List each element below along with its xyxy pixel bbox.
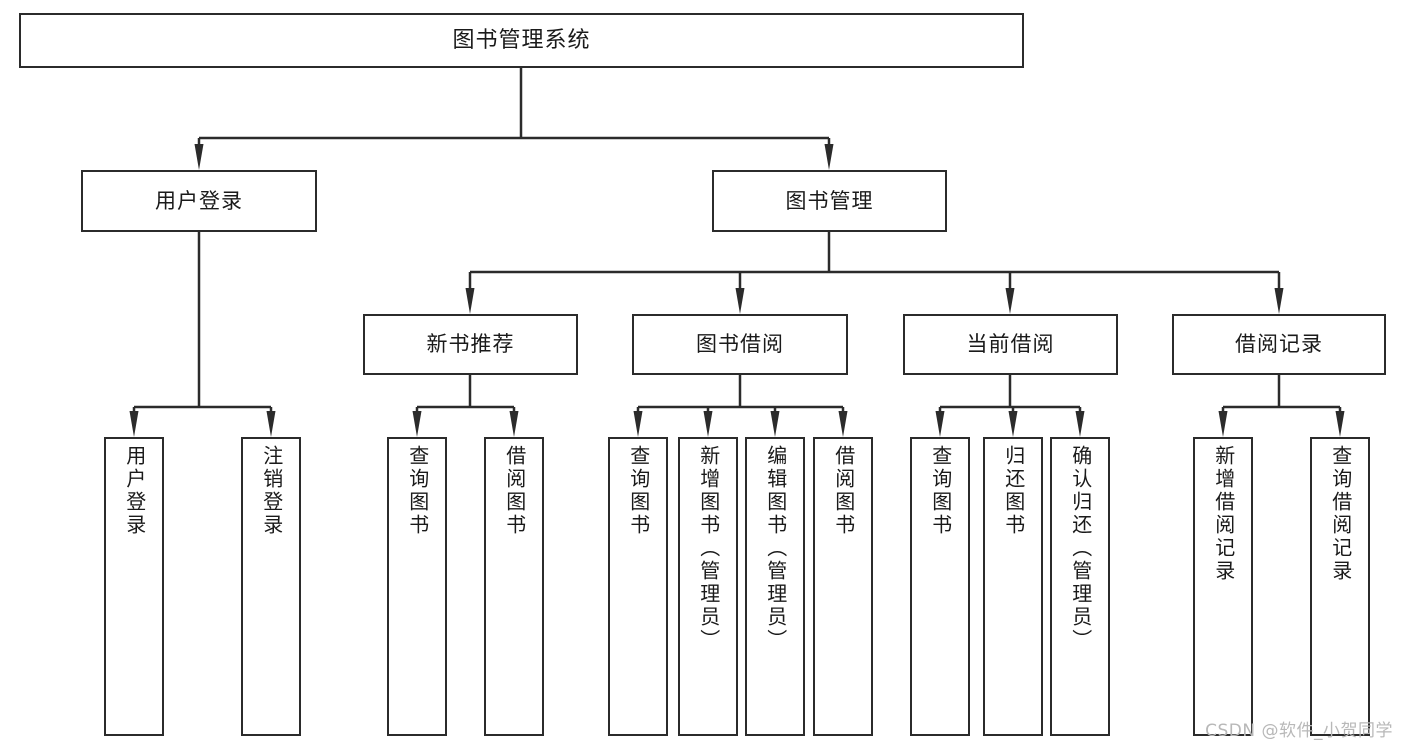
node-leaf-user-logout[interactable]: 注销登录 — [241, 437, 301, 736]
node-book-borrow[interactable]: 图书借阅 — [632, 314, 848, 375]
node-leaf-borrow-book-2-label: 借阅图书 — [831, 445, 856, 537]
node-borrow-record-label: 借阅记录 — [1235, 332, 1323, 357]
node-new-book-recommend-label: 新书推荐 — [426, 332, 515, 357]
node-leaf-query-book-3[interactable]: 查询图书 — [910, 437, 970, 736]
node-root[interactable]: 图书管理系统 — [19, 13, 1024, 68]
node-new-book-recommend[interactable]: 新书推荐 — [363, 314, 578, 375]
node-leaf-query-book-1-label: 查询图书 — [405, 445, 430, 537]
node-leaf-return-book-label: 归还图书 — [1001, 445, 1026, 537]
node-leaf-query-record[interactable]: 查询借阅记录 — [1310, 437, 1370, 736]
node-leaf-user-login[interactable]: 用户登录 — [104, 437, 164, 736]
watermark: CSDN @软件_小贺同学 — [1205, 721, 1393, 741]
node-leaf-add-record-label: 新增借阅记录 — [1211, 445, 1236, 583]
node-leaf-user-login-label: 用户登录 — [122, 445, 147, 537]
node-leaf-add-book[interactable]: 新增图书（管理员） — [678, 437, 738, 736]
node-book-manage-label: 图书管理 — [785, 188, 874, 213]
node-leaf-query-record-label: 查询借阅记录 — [1328, 445, 1353, 583]
node-leaf-add-record[interactable]: 新增借阅记录 — [1193, 437, 1253, 736]
node-leaf-return-book[interactable]: 归还图书 — [983, 437, 1043, 736]
node-borrow-record[interactable]: 借阅记录 — [1172, 314, 1386, 375]
node-leaf-query-book-1[interactable]: 查询图书 — [387, 437, 447, 736]
node-leaf-edit-book[interactable]: 编辑图书（管理员） — [745, 437, 805, 736]
node-leaf-borrow-book-1-label: 借阅图书 — [502, 445, 527, 537]
node-user-login-label: 用户登录 — [155, 188, 243, 213]
node-user-login[interactable]: 用户登录 — [81, 170, 317, 232]
node-leaf-borrow-book-1[interactable]: 借阅图书 — [484, 437, 544, 736]
node-current-borrow-label: 当前借阅 — [966, 332, 1055, 357]
node-current-borrow[interactable]: 当前借阅 — [903, 314, 1118, 375]
node-leaf-query-book-3-label: 查询图书 — [928, 445, 953, 537]
node-leaf-query-book-2[interactable]: 查询图书 — [608, 437, 668, 736]
node-leaf-confirm-return[interactable]: 确认归还（管理员） — [1050, 437, 1110, 736]
node-root-label: 图书管理系统 — [452, 27, 591, 53]
node-book-borrow-label: 图书借阅 — [696, 332, 784, 357]
node-book-manage[interactable]: 图书管理 — [712, 170, 947, 232]
node-leaf-edit-book-label: 编辑图书（管理员） — [763, 445, 788, 652]
node-leaf-add-book-label: 新增图书（管理员） — [696, 445, 721, 652]
node-leaf-confirm-return-label: 确认归还（管理员） — [1068, 445, 1093, 652]
node-leaf-borrow-book-2[interactable]: 借阅图书 — [813, 437, 873, 736]
node-leaf-query-book-2-label: 查询图书 — [626, 445, 651, 537]
node-leaf-user-logout-label: 注销登录 — [259, 445, 284, 537]
